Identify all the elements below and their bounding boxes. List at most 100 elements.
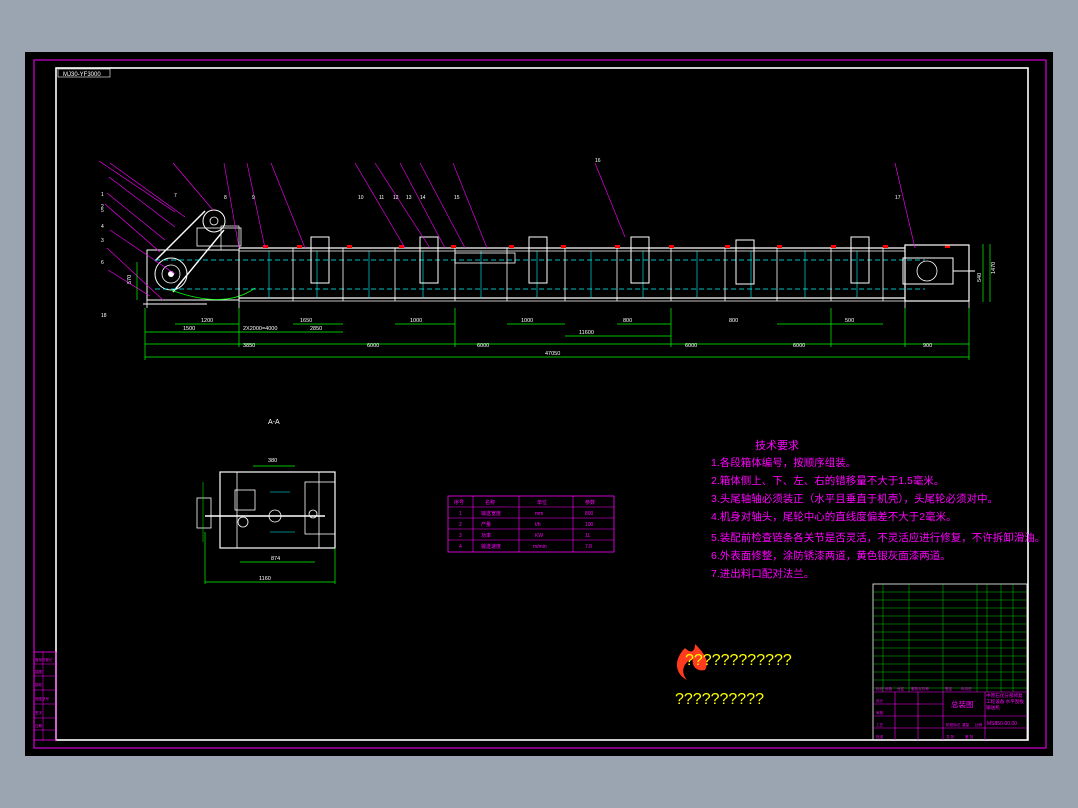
balloon-leaders: [98, 160, 916, 301]
cad-drawing-svg: MJ30-YF3000: [33, 59, 1047, 749]
section-label: A-A: [268, 419, 280, 426]
tb-label: 签名: [945, 686, 953, 691]
param-cell: 11: [585, 533, 590, 539]
dim-540: 540: [977, 273, 983, 282]
side-list-row: 签字: [35, 710, 42, 715]
tb-label: 标记: [876, 686, 884, 691]
tb-label: 共 张: [946, 734, 955, 739]
param-cell: 1: [459, 511, 462, 517]
dim-11600: 11600: [579, 330, 594, 336]
balloon: 4: [101, 224, 104, 230]
dim-800a: 800: [623, 318, 632, 324]
tb-label: 更改文件号: [911, 686, 929, 691]
balloon: 15: [454, 195, 460, 201]
balloon-numbers: 1 2 3 4 5 6 7 8 9 10 11 12 13 14 15 16 1…: [101, 158, 901, 319]
balloon: 6: [101, 260, 104, 266]
param-cell: 100: [585, 522, 594, 528]
dim-1200: 1200: [201, 318, 213, 324]
tech-item: 4.机身对轴头，尾轮中心的直线度偏差不大于2毫米。: [711, 510, 957, 523]
param-cell: 3: [459, 533, 462, 539]
tb-label: 处数: [885, 686, 893, 691]
watermark: ???????????? ??????????: [675, 644, 792, 708]
param-header: 参数: [585, 499, 595, 506]
dimension-lines: [136, 244, 991, 360]
dim-900: 900: [923, 343, 932, 349]
project-name: 中原石化分部修复工程设备 水平刮板输送机: [986, 693, 1025, 710]
dim-570: 570: [127, 275, 133, 284]
tb-label: 比例: [975, 722, 983, 727]
tb-label: 设计: [876, 698, 884, 703]
code-tag: MJ30-YF3000: [63, 72, 101, 78]
balloon: 2: [101, 204, 104, 210]
dim-1470: 1470: [991, 262, 997, 274]
balloon: 7: [174, 193, 177, 199]
tb-label: 批准: [876, 734, 884, 739]
tb-label: 审核: [876, 710, 884, 715]
dim-6000d: 6000: [793, 343, 805, 349]
side-list-row: 日期: [35, 723, 42, 728]
tb-label: 重量: [962, 722, 970, 727]
side-list-row: 底图总号: [35, 696, 49, 701]
dim-47050: 47050: [545, 351, 560, 357]
tb-label: 工艺: [876, 722, 884, 727]
param-cell: 输送速度: [481, 543, 501, 550]
tb-label: 分区: [897, 686, 905, 691]
side-list-row: 描图: [35, 669, 42, 674]
dim-500: 500: [845, 318, 854, 324]
balloon: 16: [595, 158, 601, 164]
param-header: 名称: [485, 499, 495, 506]
tech-item: 7.进出料口配对法兰。: [711, 567, 814, 580]
title-block: 标记 处数 分区 更改文件号 签名 年月日 设计 审核 工艺 批准 阶段标记 重…: [872, 583, 1028, 741]
side-list: 借用件登记 描图 描校 底图总号 签字 日期: [33, 651, 57, 741]
param-cell: t/h: [535, 522, 541, 528]
dim-1000a: 1000: [410, 318, 422, 324]
param-cell: 输送宽度: [481, 510, 501, 517]
sec-dim-overall: 1160: [259, 576, 271, 582]
side-list-row: 借用件登记: [35, 657, 53, 662]
watermark-line1: ????????????: [685, 652, 792, 669]
param-cell: 4: [459, 544, 462, 550]
tech-item: 1.各段箱体编号，按顺序组装。: [711, 456, 856, 469]
cad-drawing-canvas[interactable]: MJ30-YF3000: [25, 52, 1053, 756]
dim-6000a: 6000: [367, 343, 379, 349]
outer-frame: [33, 59, 1047, 749]
dim-2x2000: 2X2000=4000: [243, 326, 277, 332]
tech-item: 6.外表面修整，涂防锈漆两道，黄色银灰面漆两道。: [711, 549, 951, 562]
tech-item: 5.装配前检查链条各关节是否灵活，不灵活应进行修复，不许拆卸滑油。: [711, 531, 1045, 544]
inner-frame: [55, 67, 1029, 741]
tech-item: 2.箱体侧上、下、左、右的错移量不大于1.5毫米。: [711, 474, 944, 487]
param-cell: 800: [585, 511, 594, 517]
balloon: 18: [101, 313, 107, 319]
balloon: 10: [358, 195, 364, 201]
param-cell: 功率: [481, 532, 491, 539]
balloon: 14: [420, 195, 426, 201]
balloon: 5: [101, 208, 104, 214]
dim-3850: 3850: [243, 343, 255, 349]
drawing-name: 总装图: [951, 699, 974, 709]
tb-label: 第 张: [965, 734, 974, 739]
tb-label: 阶段标记: [946, 722, 961, 727]
flame-logo-icon: [676, 644, 707, 680]
dim-6000c: 6000: [685, 343, 697, 349]
tech-requirements: 技术要求 1.各段箱体编号，按顺序组装。 2.箱体侧上、下、左、右的错移量不大于…: [711, 439, 1045, 580]
param-table: 序号 名称 单位 参数 1 输送宽度 mm 800 2 产量 t/h 100 3…: [447, 495, 615, 553]
param-header: 单位: [537, 499, 547, 506]
dim-800b: 800: [729, 318, 738, 324]
side-list-row: 描校: [35, 682, 42, 687]
sec-dim-top: 380: [268, 458, 277, 464]
param-cell: 2: [459, 522, 462, 528]
dim-1000b: 1000: [521, 318, 533, 324]
tech-item: 3.头尾轴轴必须装正（水平且垂直于机壳），头尾轮必须对中。: [711, 492, 998, 505]
dim-6000b: 6000: [477, 343, 489, 349]
sec-dim-bottom: 874: [271, 556, 280, 562]
param-cell: KW: [535, 533, 543, 539]
balloon: 11: [379, 195, 384, 201]
dim-1650: 1650: [300, 318, 312, 324]
param-header: 序号: [454, 499, 464, 506]
param-cell: 7.8: [585, 544, 592, 550]
param-cell: m/min: [533, 544, 547, 550]
drawing-number: MS850-00.00: [987, 721, 1017, 727]
dimension-text: 1200 1500 2X2000=4000 2850 1650 1000 100…: [127, 262, 997, 357]
section-dim-text: 380 874 1160: [259, 458, 280, 582]
param-cell: 产量: [481, 521, 491, 528]
